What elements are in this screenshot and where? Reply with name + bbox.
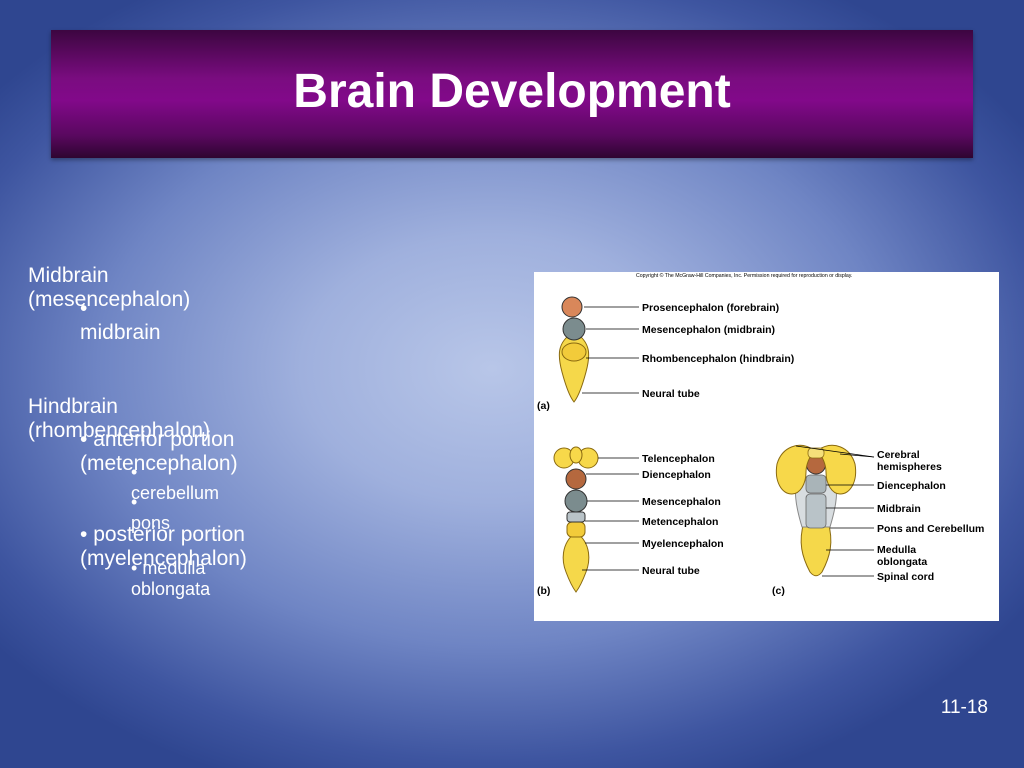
label-diencephalon-b: Diencephalon (642, 469, 711, 481)
label-diencephalon-c: Diencephalon (877, 480, 946, 492)
label-mesencephalon: Mesencephalon (midbrain) (642, 324, 775, 336)
label-rhombencephalon: Rhombencephalon (hindbrain) (642, 353, 794, 365)
bullet-midbrain: midbrain (80, 297, 161, 345)
midbrain-vesicle (562, 317, 586, 341)
myelencephalon-shape (566, 521, 586, 538)
neural-tube-shape-b (562, 531, 590, 593)
copyright-line: Copyright © The McGraw-Hill Companies, I… (636, 272, 852, 279)
label-midbrain-c: Midbrain (877, 503, 921, 515)
bullet-medulla-text: medulla oblongata (131, 558, 211, 599)
panel-a-tag: (a) (537, 400, 550, 412)
label-neural-tube-b: Neural tube (642, 565, 700, 577)
panel-a: Prosencephalon (forebrain) Mesencephalon… (537, 296, 794, 412)
panel-b: Telencephalon Diencephalon Mesencephalon… (537, 446, 724, 597)
spinal-cord-shape (800, 521, 832, 577)
label-medulla: Medulla (877, 544, 916, 556)
forebrain-vesicle (561, 296, 583, 318)
label-myelencephalon: Myelencephalon (642, 538, 724, 550)
telencephalon-center (569, 446, 583, 464)
midbrain-shape-c (805, 474, 827, 494)
leader-line (795, 445, 875, 458)
label-neural-tube-a: Neural tube (642, 388, 700, 400)
diencephalon-shape (565, 468, 587, 490)
title-bar: Brain Development (51, 30, 973, 158)
metencephalon-shape (566, 511, 586, 523)
label-spinal-cord: Spinal cord (877, 571, 934, 583)
cerebral-hemisphere-right (817, 445, 857, 495)
label-prosencephalon: Prosencephalon (forebrain) (642, 302, 779, 314)
leader-line (839, 453, 875, 458)
bullet-medulla: medulla oblongata (131, 558, 210, 600)
label-hemispheres: hemispheres (877, 461, 942, 473)
label-oblongata: oblongata (877, 556, 927, 568)
slide-number: 11-18 (940, 697, 988, 718)
panel-c: Cerebral hemispheres Diencephalon Midbra… (772, 445, 984, 597)
label-telencephalon: Telencephalon (642, 453, 715, 465)
cerebral-hemisphere-left (775, 445, 815, 495)
panel-c-tag: (c) (772, 585, 785, 597)
label-mesencephalon-b: Mesencephalon (642, 496, 721, 508)
midline-shape (807, 447, 825, 459)
brain-diagram-svg: Copyright © The McGraw-Hill Companies, I… (537, 272, 984, 597)
label-metencephalon: Metencephalon (642, 516, 718, 528)
hindbrain-vesicle (561, 342, 587, 362)
bullet-midbrain-text: midbrain (80, 321, 161, 344)
label-pons-cerebellum: Pons and Cerebellum (877, 523, 984, 535)
panel-b-tag: (b) (537, 585, 550, 597)
medulla-shape (805, 493, 827, 529)
mesencephalon-shape (564, 489, 588, 513)
slide-title: Brain Development (293, 65, 731, 118)
brain-development-figure: Copyright © The McGraw-Hill Companies, I… (534, 272, 999, 621)
label-cerebral: Cerebral (877, 449, 920, 461)
